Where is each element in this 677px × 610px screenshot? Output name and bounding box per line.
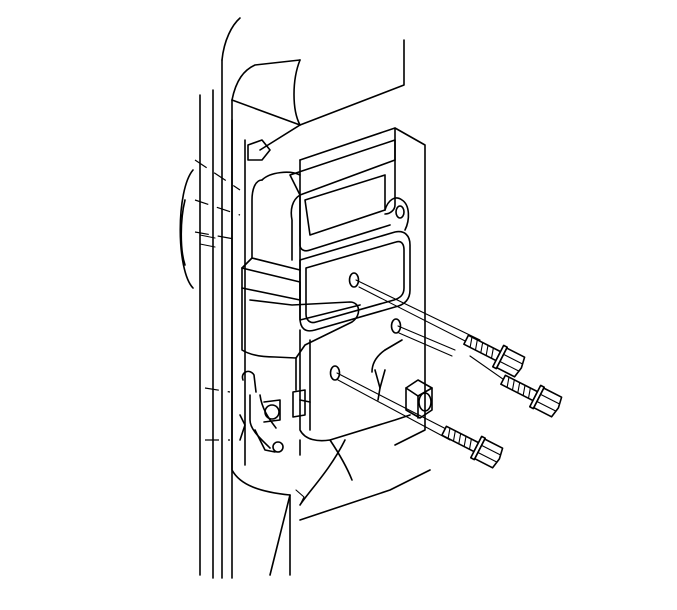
lock-rod bbox=[371, 339, 403, 401]
alignment-lines bbox=[336, 279, 511, 441]
bolt-hole-upper bbox=[348, 272, 360, 288]
latch-mounting-plate bbox=[289, 127, 426, 446]
latch-bolt-upper bbox=[463, 334, 526, 378]
inner-door-panel bbox=[231, 119, 431, 576]
latch-bolt-middle bbox=[500, 374, 563, 418]
bolt-holes bbox=[329, 272, 402, 381]
retainer-clip bbox=[405, 379, 433, 419]
bolt-hole-lower bbox=[329, 365, 341, 381]
latch-bolt-lower bbox=[441, 425, 504, 469]
bolt-hole-middle bbox=[390, 318, 402, 334]
door-latch-assembly bbox=[239, 171, 411, 481]
